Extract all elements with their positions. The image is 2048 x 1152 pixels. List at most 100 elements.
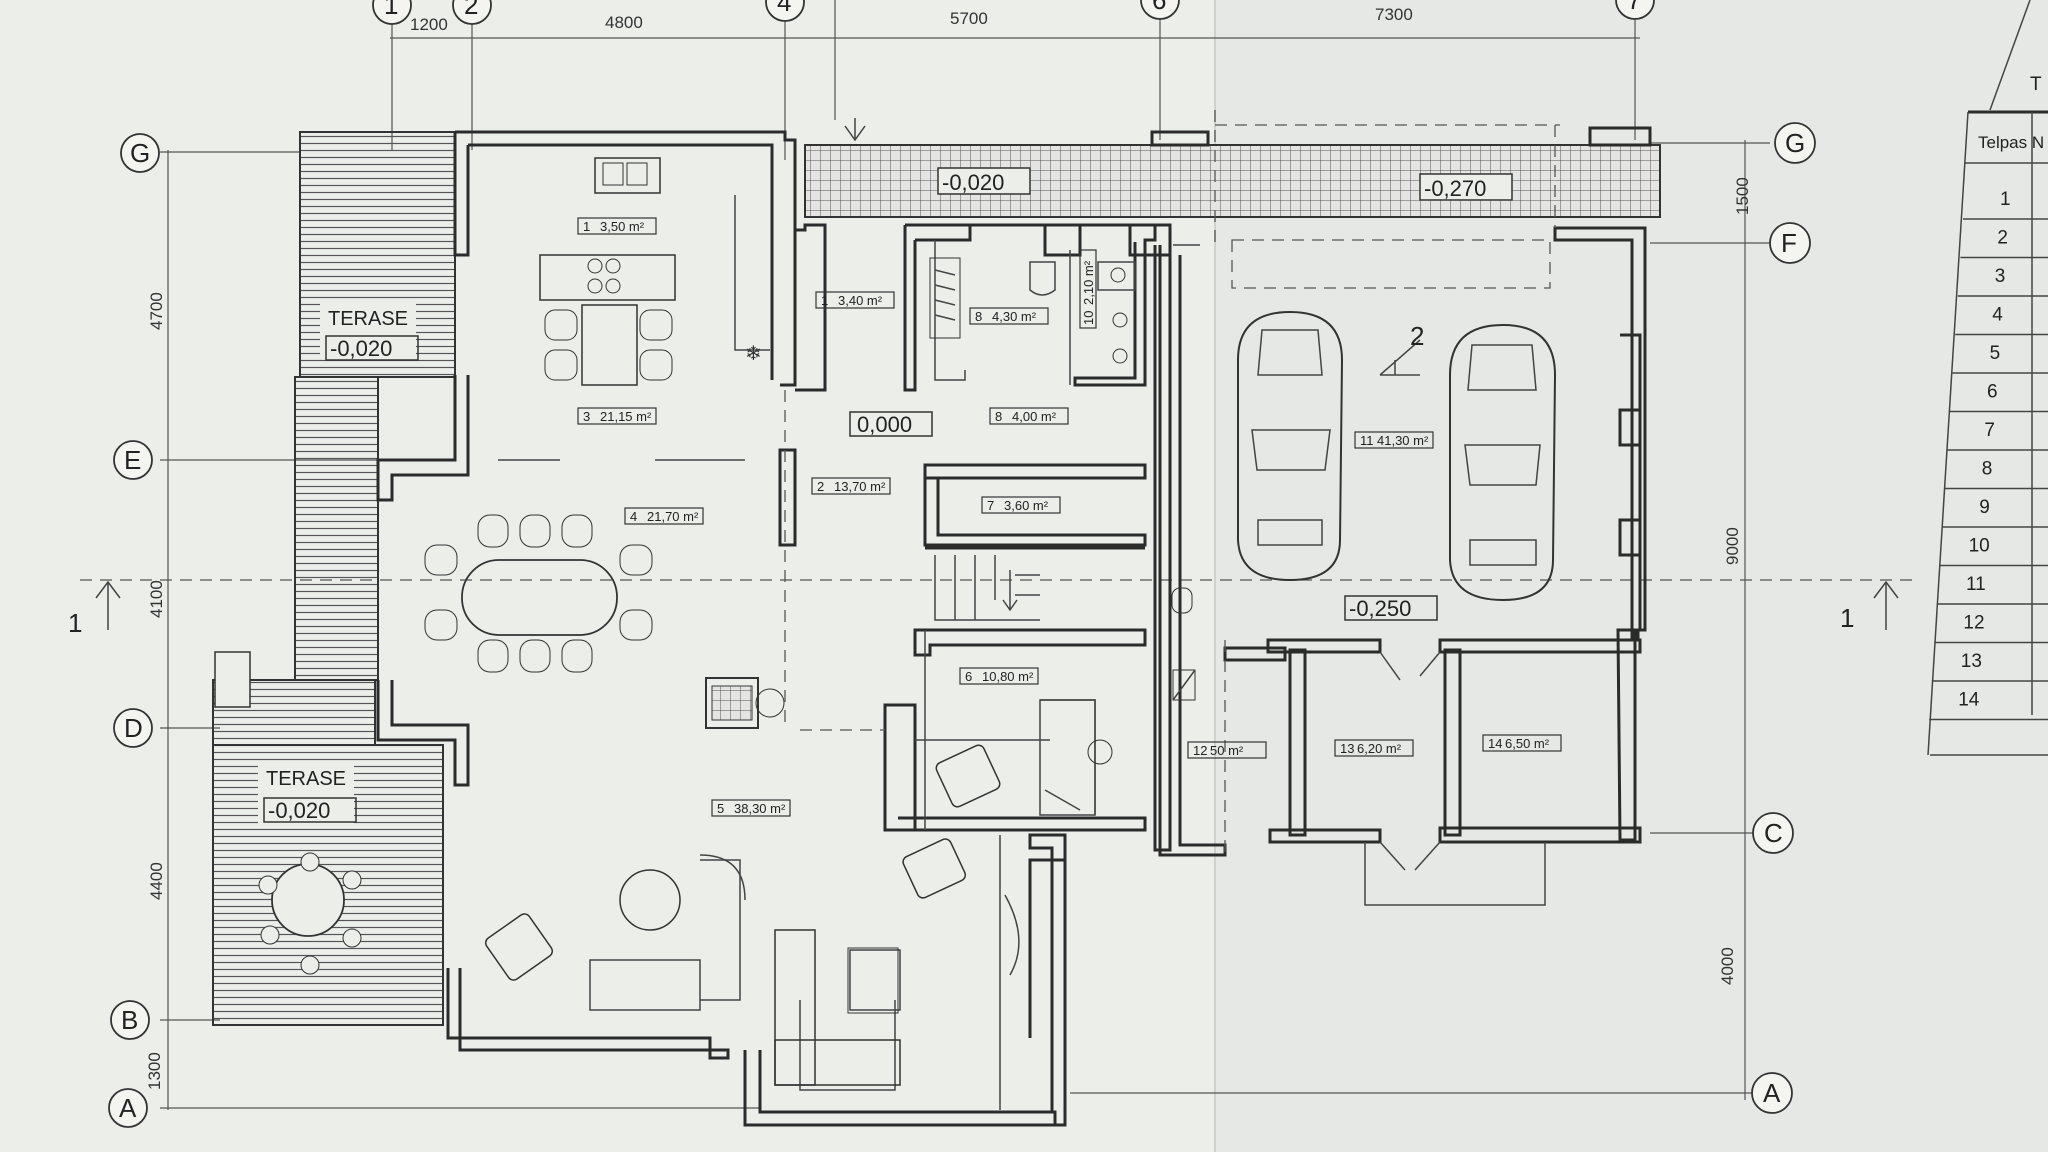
garage-front-dashed bbox=[1231, 239, 1551, 289]
room-number: 1 bbox=[583, 219, 590, 234]
room-number: 12 bbox=[1193, 743, 1207, 758]
room-number: 8 bbox=[975, 309, 982, 324]
dining-table bbox=[424, 514, 653, 673]
garage-car-right bbox=[1449, 323, 1557, 602]
room-number: 10 bbox=[1081, 311, 1096, 325]
room-area: 6,20 m² bbox=[1357, 741, 1402, 756]
top-dimension-line bbox=[390, 0, 1640, 160]
room-area: 21,70 m² bbox=[647, 509, 699, 524]
hall-level-box bbox=[849, 411, 933, 437]
row-bubble-E-left: E bbox=[113, 440, 153, 480]
entry-arrow bbox=[844, 118, 866, 142]
dim-4800: 4800 bbox=[605, 13, 643, 32]
room-area: 3,40 m² bbox=[838, 293, 883, 308]
kitchen-furniture: ❄ bbox=[539, 157, 762, 386]
room-number: 11 bbox=[1360, 433, 1374, 448]
column-bubble-6: 6 bbox=[1140, 0, 1180, 20]
room-number: 13 bbox=[1340, 741, 1354, 756]
garage-level: -0,250 bbox=[1349, 596, 1411, 621]
terrace-2-label: TERASE -0,020 bbox=[258, 762, 357, 824]
section-label-left: 1 bbox=[68, 608, 82, 638]
section-label-right: 1 bbox=[1840, 603, 1854, 633]
room-number: 6 bbox=[965, 669, 972, 684]
room-label: 4 21,70 m² bbox=[624, 507, 704, 525]
bathroom-fixtures bbox=[1029, 261, 1196, 701]
svg-text:D: D bbox=[124, 713, 143, 743]
dim-4700: 4700 bbox=[147, 292, 166, 330]
section-arrow-2 bbox=[1379, 339, 1421, 376]
table-row-number: 1 bbox=[2000, 189, 2011, 210]
dim-1300: 1300 bbox=[145, 1052, 164, 1090]
svg-text:6: 6 bbox=[1152, 0, 1166, 15]
table-row-number: 10 bbox=[1969, 536, 1990, 557]
table-row-number: 9 bbox=[1979, 497, 1990, 518]
svg-text:❄: ❄ bbox=[745, 341, 762, 365]
porch-tiled-strip bbox=[804, 144, 1661, 218]
table-row-number: 8 bbox=[1982, 459, 1993, 480]
svg-text:G: G bbox=[1785, 128, 1805, 158]
dim-9000: 9000 bbox=[1723, 527, 1742, 565]
svg-text:1: 1 bbox=[384, 0, 398, 20]
room-label: 5 38,30 m² bbox=[711, 799, 791, 817]
terrace-dining-set bbox=[258, 852, 362, 975]
wardrobe-closet bbox=[929, 257, 961, 339]
room-area: 41,30 m² bbox=[1377, 433, 1429, 448]
living-furniture bbox=[484, 744, 1020, 1086]
room-area: 38,30 m² bbox=[734, 801, 786, 816]
garage-front-level: -0,270 bbox=[1424, 176, 1486, 201]
svg-text:F: F bbox=[1781, 228, 1797, 258]
column-bubble-2: 2 bbox=[452, 0, 492, 25]
row-bubble-D-left: D bbox=[113, 708, 153, 748]
svg-text:-0,020: -0,020 bbox=[330, 336, 392, 361]
row-bubble-A-right: A bbox=[1751, 1072, 1793, 1114]
dim-1500: 1500 bbox=[1733, 177, 1752, 215]
row-bubble-F-right: F bbox=[1769, 222, 1811, 264]
table-row-number: 14 bbox=[1958, 690, 1980, 711]
svg-text:2: 2 bbox=[464, 0, 478, 20]
garage-front-level-box bbox=[1419, 173, 1513, 201]
dim-7300: 7300 bbox=[1375, 5, 1413, 24]
left-dimension-line bbox=[160, 150, 760, 1110]
room-label: 10 2,10 m² bbox=[1079, 249, 1097, 329]
row-bubble-A-left: A bbox=[108, 1088, 148, 1128]
room-area: 10,80 m² bbox=[982, 669, 1034, 684]
porch-level: -0,020 bbox=[942, 170, 1004, 195]
svg-text:-0,020: -0,020 bbox=[268, 798, 330, 823]
section-label-2: 2 bbox=[1410, 321, 1424, 351]
svg-text:E: E bbox=[124, 445, 141, 475]
svg-text:C: C bbox=[1764, 818, 1783, 848]
row-bubble-B-left: B bbox=[110, 1000, 150, 1040]
room-number: 7 bbox=[987, 498, 994, 513]
room-number: 5 bbox=[717, 801, 724, 816]
room-number: 1 bbox=[821, 293, 828, 308]
dim-1200: 1200 bbox=[410, 15, 448, 34]
dim-4000: 4000 bbox=[1718, 947, 1737, 985]
dim-4100: 4100 bbox=[147, 580, 166, 618]
svg-text:TERASE: TERASE bbox=[266, 768, 346, 790]
terrace-1-label: TERASE -0,020 bbox=[320, 302, 419, 361]
room-area: 13,70 m² bbox=[834, 479, 886, 494]
room-number: 4 bbox=[630, 509, 637, 524]
svg-text:B: B bbox=[121, 1005, 138, 1035]
svg-text:7: 7 bbox=[1627, 0, 1641, 15]
column-bubble-1: 1 bbox=[372, 0, 412, 25]
room-area: 2,10 m² bbox=[1081, 260, 1096, 305]
partitions bbox=[498, 195, 1200, 1110]
table-row-number: 4 bbox=[1992, 305, 2003, 326]
house-walls bbox=[376, 130, 1227, 1127]
staircase bbox=[934, 555, 1040, 621]
room-number: 8 bbox=[995, 409, 1002, 424]
table-row-number: 11 bbox=[1966, 574, 1986, 595]
svg-text:4: 4 bbox=[777, 0, 791, 17]
table-row-number: 5 bbox=[1990, 343, 2001, 364]
